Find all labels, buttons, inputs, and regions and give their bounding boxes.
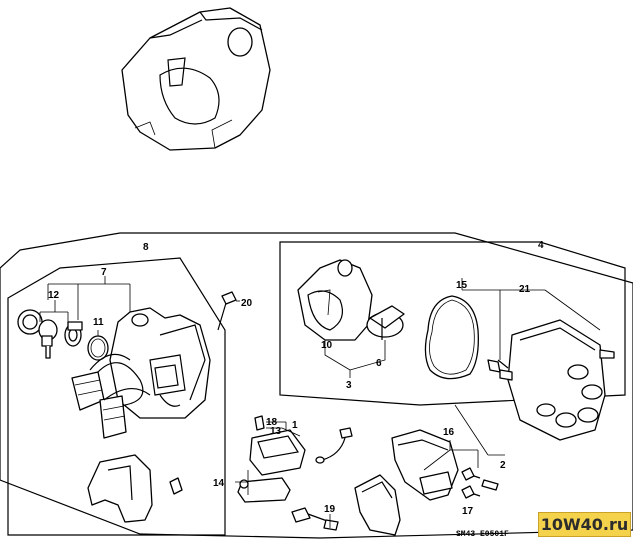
callout-12: 12 xyxy=(48,290,60,301)
lower-bracket xyxy=(87,454,183,523)
part-13-ignitor xyxy=(249,415,306,476)
watermark-logo: 10W40.ru xyxy=(538,512,631,537)
callout-17: 17 xyxy=(462,506,474,517)
top-cap-cover xyxy=(121,7,271,151)
part-21-distributor-cap xyxy=(491,319,615,441)
callout-18: 18 xyxy=(266,417,278,428)
callout-7: 7 xyxy=(101,267,107,278)
watermark-text: 10W40.ru xyxy=(540,515,629,534)
callout-4: 4 xyxy=(538,240,544,251)
callout-11: 11 xyxy=(93,317,104,328)
callout-3: 3 xyxy=(346,380,352,391)
group-4-box xyxy=(279,241,626,406)
part-19-pin xyxy=(291,507,339,531)
distributor-housing xyxy=(71,307,211,439)
callout-14: 14 xyxy=(213,478,225,489)
part-14-plate xyxy=(237,477,291,503)
callout-1: 1 xyxy=(292,420,298,431)
callout-8: 8 xyxy=(143,242,149,253)
part-6-rotor xyxy=(366,305,405,340)
group-8-box xyxy=(7,257,226,536)
callout-10: 10 xyxy=(321,340,333,351)
callout-6: 6 xyxy=(376,358,382,369)
bracket-cover xyxy=(354,474,401,536)
callout-21: 21 xyxy=(519,284,531,295)
callout-2: 2 xyxy=(500,460,506,471)
callout-16: 16 xyxy=(443,427,455,438)
callout-13: 13 xyxy=(270,426,282,437)
callout-15: 15 xyxy=(456,280,468,291)
outer-frame xyxy=(0,232,633,539)
part-15-gasket xyxy=(424,295,479,380)
part-12-seals xyxy=(17,300,69,359)
part-10-cap xyxy=(297,259,373,341)
part-20-bolt xyxy=(217,291,240,331)
diagram-code: SM43-E0501F xyxy=(456,530,509,539)
callout-19: 19 xyxy=(324,504,336,515)
part-16-coil xyxy=(391,429,459,501)
callout-20: 20 xyxy=(241,298,253,309)
part-17-screws xyxy=(461,467,499,499)
sensor-lead xyxy=(315,427,353,464)
part-7-collar xyxy=(64,321,83,347)
